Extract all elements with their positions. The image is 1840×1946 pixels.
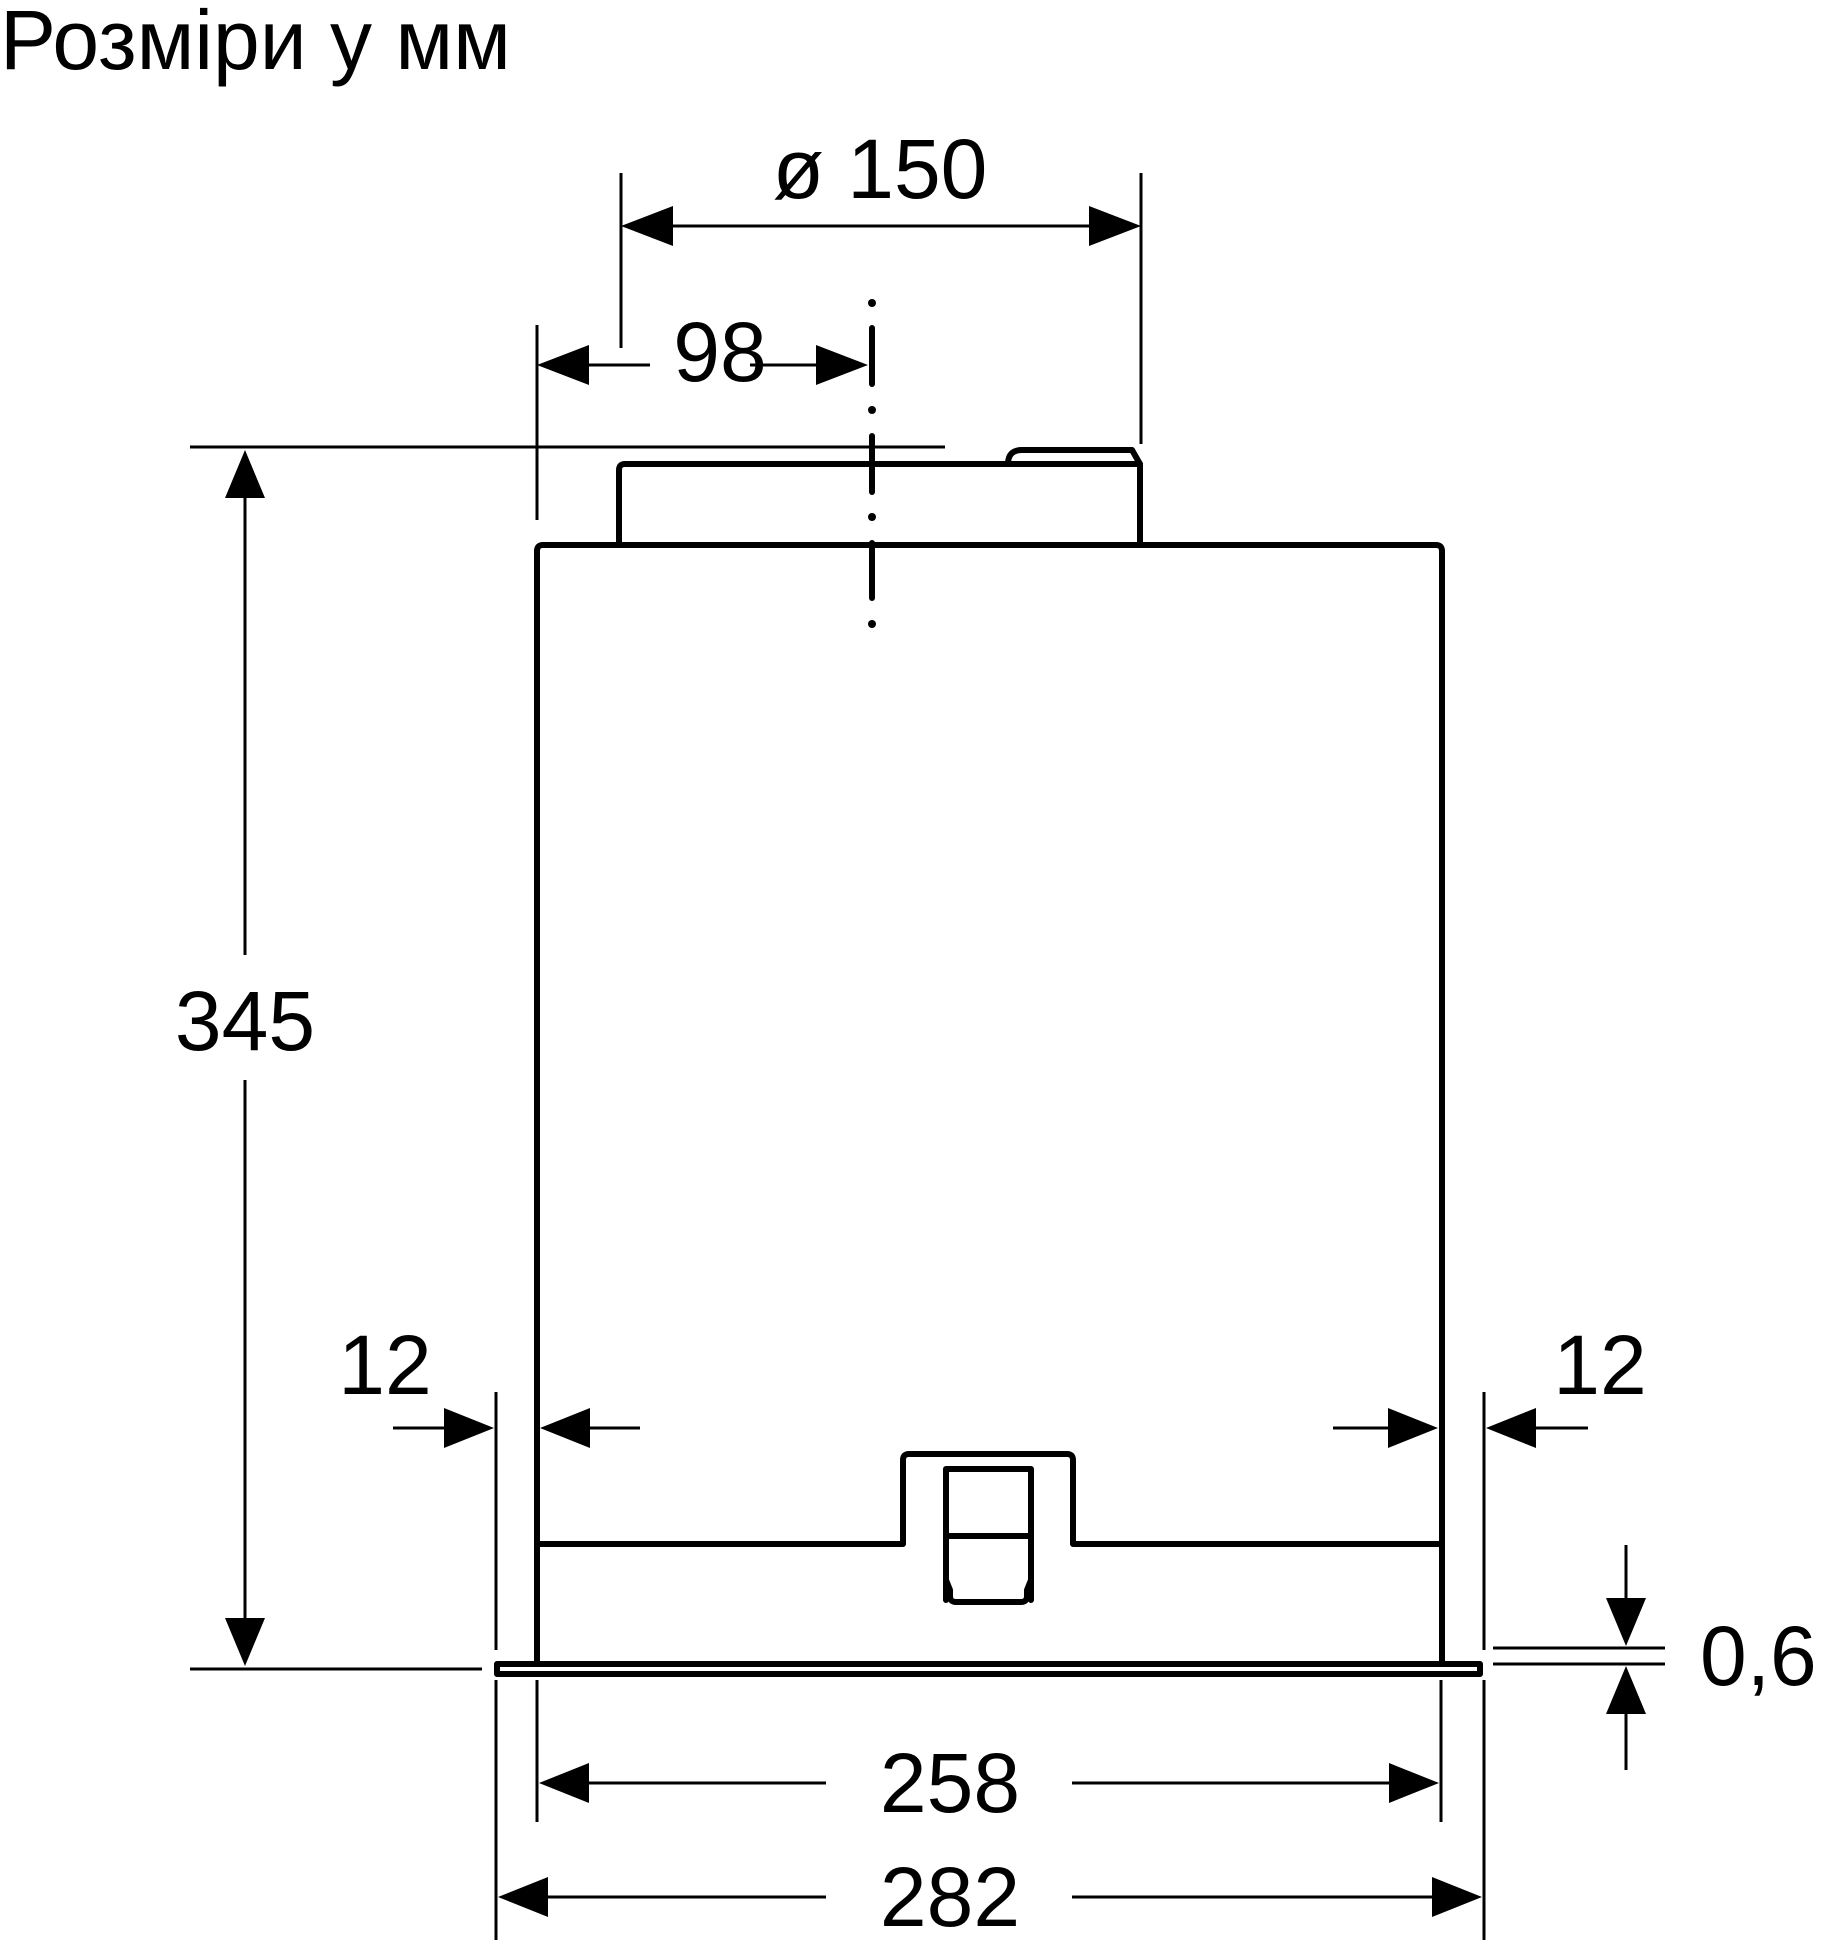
label-panel-thickness: 0,6 bbox=[1700, 1609, 1817, 1703]
dimension-left-margin: 12 bbox=[338, 1318, 640, 1650]
duct-centerline bbox=[868, 299, 876, 628]
dimension-duct-diameter: ø 150 bbox=[619, 122, 1143, 444]
dimension-total-width: 282 bbox=[494, 1680, 1486, 1944]
dimension-total-height: 345 bbox=[175, 445, 945, 1671]
label-duct-diameter: ø 150 bbox=[773, 122, 988, 216]
label-duct-offset: 98 bbox=[673, 305, 766, 399]
label-total-width: 282 bbox=[880, 1850, 1020, 1944]
label-left-margin: 12 bbox=[338, 1318, 431, 1412]
dimension-right-margin: 12 bbox=[1333, 1318, 1647, 1650]
dimension-body-width: 258 bbox=[535, 1680, 1443, 1830]
hood-body bbox=[494, 447, 1483, 1677]
page-title: Розміри у мм bbox=[0, 0, 511, 87]
label-body-width: 258 bbox=[880, 1736, 1020, 1830]
dimension-duct-offset: 98 bbox=[535, 305, 868, 520]
label-right-margin: 12 bbox=[1553, 1318, 1646, 1412]
label-total-height: 345 bbox=[175, 974, 315, 1068]
dimension-panel-thickness: 0,6 bbox=[1493, 1545, 1817, 1770]
